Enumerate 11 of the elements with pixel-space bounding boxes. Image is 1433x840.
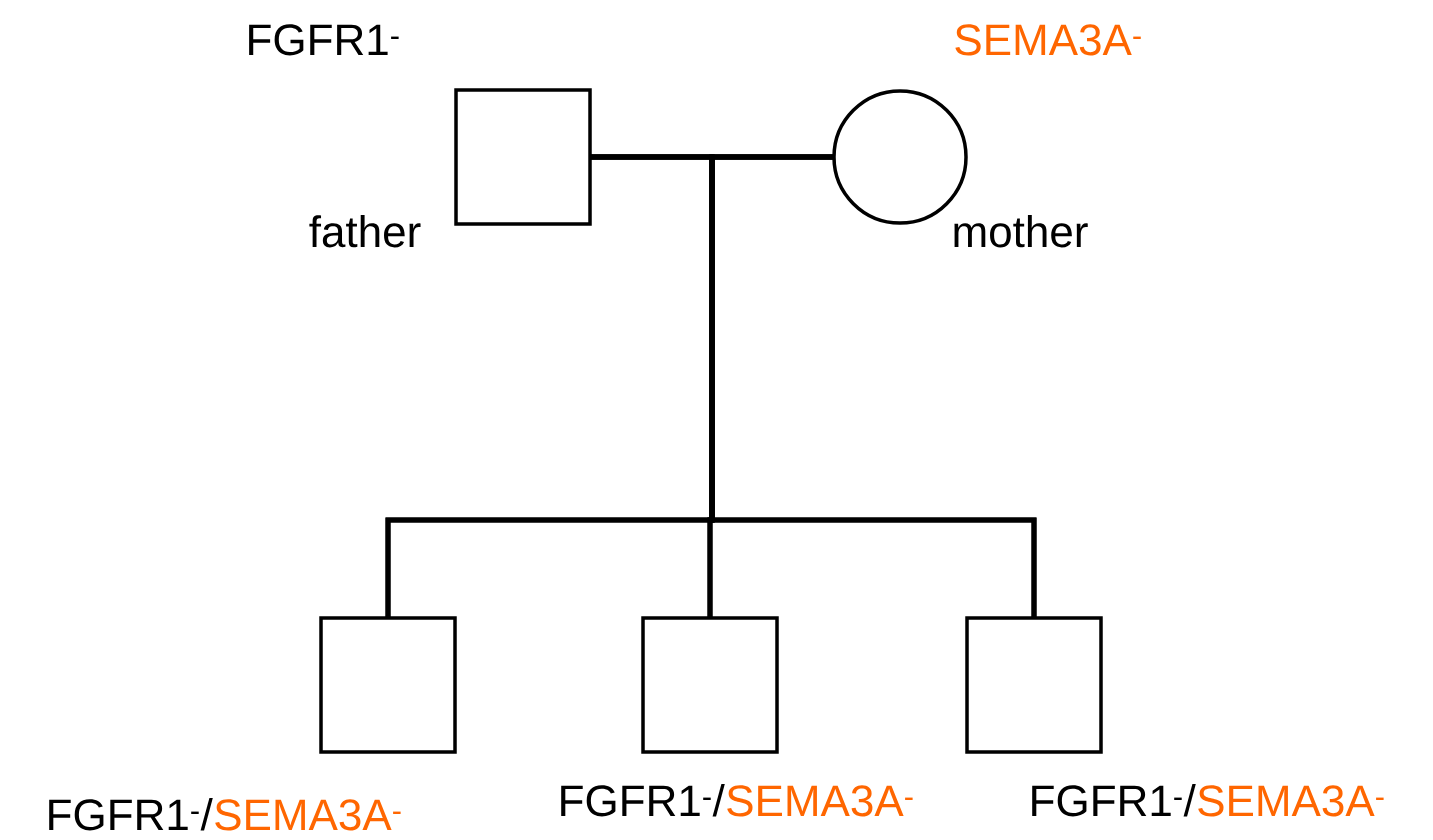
genotype-label: SEMA3A$^{-}$: [727, 785, 913, 817]
pedigree-line: [709, 154, 1037, 619]
genotype-label: SEMA3A$^{-}$: [955, 24, 1141, 56]
genotype-label: FGFR1$^{-}$/: [561, 784, 725, 817]
genotype-label: FGFR1$^{-}$/: [49, 798, 213, 831]
genotype-label: FGFR1$^{-}$/: [1032, 784, 1196, 817]
genotype-label: FGFR1$^{-}$: [249, 24, 399, 56]
genotype-label: SEMA3A$^{-}$: [1198, 785, 1384, 817]
genotype-label: SEMA3A$^{-}$: [215, 799, 401, 831]
person-label: father: [309, 215, 421, 248]
person-label: mother: [954, 215, 1088, 248]
